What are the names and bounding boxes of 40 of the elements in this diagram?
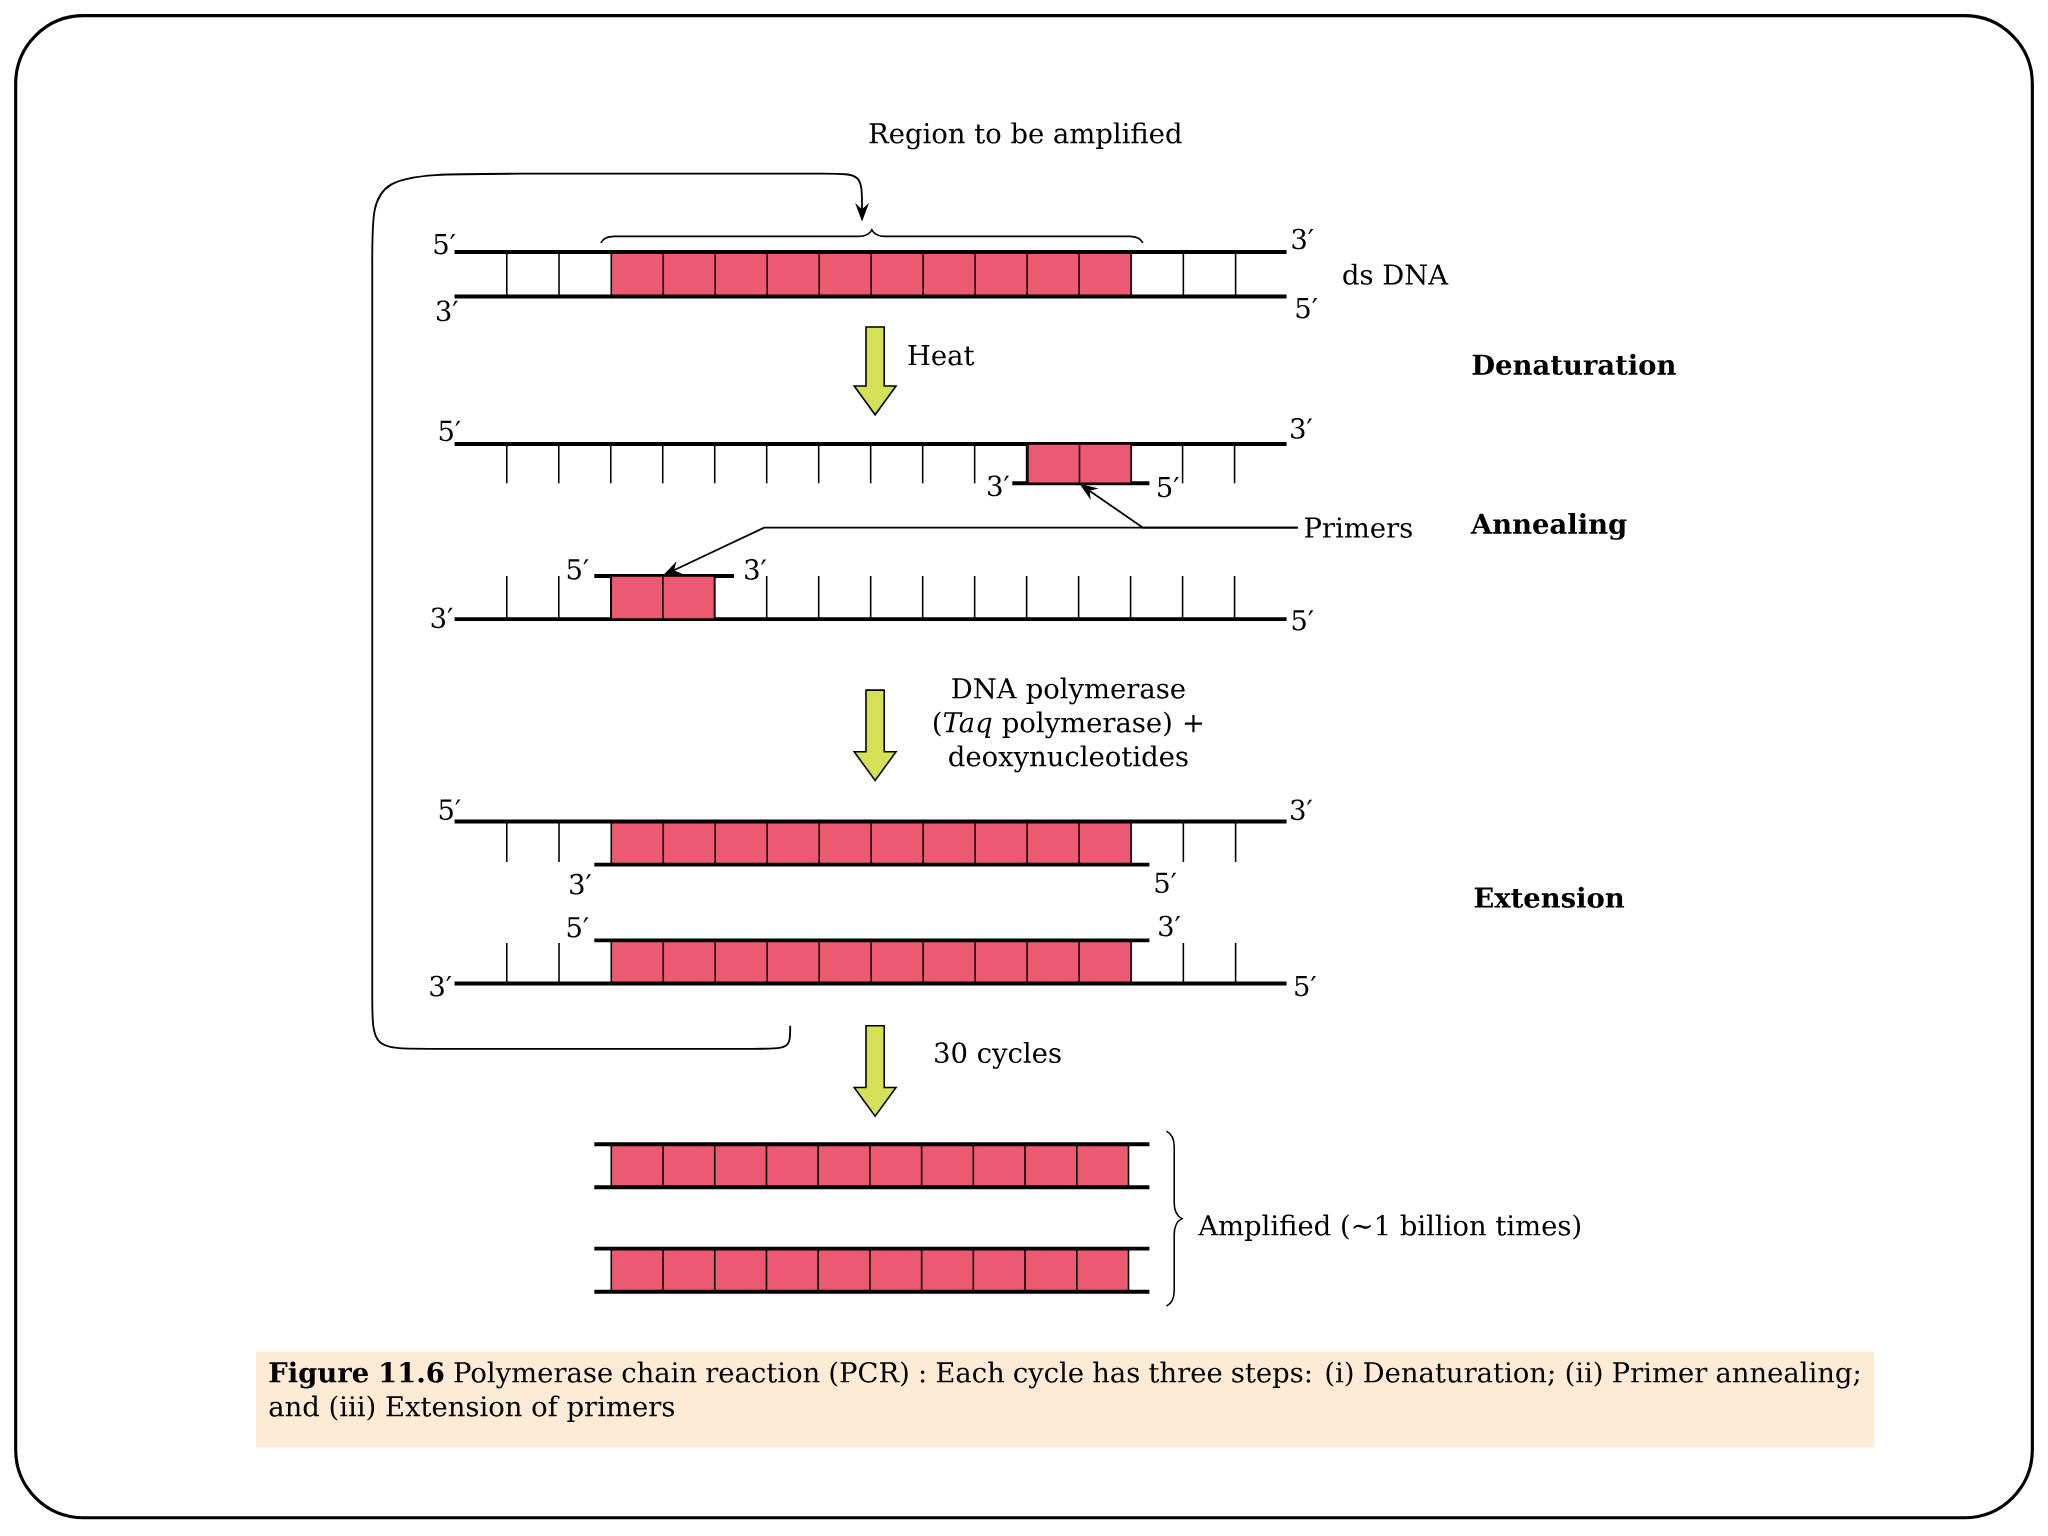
step-label: Annealing <box>1470 512 1627 540</box>
strand-end-label: 5′ <box>1155 872 1177 894</box>
block-arrow <box>852 689 898 782</box>
dna-drawing <box>594 1130 1183 1307</box>
strand-end-label: 3′ <box>436 300 458 322</box>
strand-end-label: 3′ <box>1159 915 1181 937</box>
primer-drawing <box>594 574 735 620</box>
strand-end-label: 3′ <box>745 559 767 580</box>
strand-end-label: 5′ <box>439 420 461 442</box>
dna-drawing <box>454 442 1287 622</box>
region-label: Region to be amplified <box>869 122 1182 150</box>
strand-end-label: 3′ <box>570 873 592 895</box>
strand-end-label: 3′ <box>1291 799 1313 821</box>
primer-drawing <box>1012 443 1150 486</box>
side-label: ds DNA <box>1343 263 1449 285</box>
strand-end-label: 3′ <box>430 975 452 997</box>
strand-end-label: 5′ <box>439 799 461 820</box>
strand-end-label: 5′ <box>434 234 456 255</box>
dna-drawing <box>454 819 1287 986</box>
strand-end-label: 3′ <box>431 607 453 629</box>
edge-label: DNA polymerase (Taq polymerase) + deoxynucleotides <box>902 674 1235 775</box>
strand-end-label: 5′ <box>567 917 589 938</box>
dna-drawing <box>454 229 1287 299</box>
step-label: Extension <box>1474 886 1625 908</box>
strand-end-label: 5′ <box>1158 477 1179 498</box>
block-arrow <box>852 326 898 417</box>
figure-caption: Figure 11.6 Polymerase chain reaction (PCR) : Each cycle has three steps: (i) Denaturation; (ii) Primer annealing; and (iii) Extension of primers <box>256 1351 1875 1448</box>
edge-label: 30 cycles <box>930 1039 1065 1072</box>
block-arrow <box>852 1025 898 1118</box>
strand-end-label: 3′ <box>988 475 1010 497</box>
loop-arrow <box>371 172 869 1050</box>
strand-end-label: 3′ <box>1291 418 1313 439</box>
edge-label: Heat <box>904 342 978 369</box>
strand-end-label: 5′ <box>1295 975 1316 997</box>
side-label: Amplified (~1 billion times) <box>1198 1214 1580 1241</box>
strand-end-label: 5′ <box>1296 298 1318 319</box>
strand-end-label: 5′ <box>567 559 589 580</box>
primers-label: Primers <box>1305 517 1412 538</box>
strand-end-label: 5′ <box>1292 610 1314 631</box>
step-label: Denaturation <box>1472 353 1676 375</box>
